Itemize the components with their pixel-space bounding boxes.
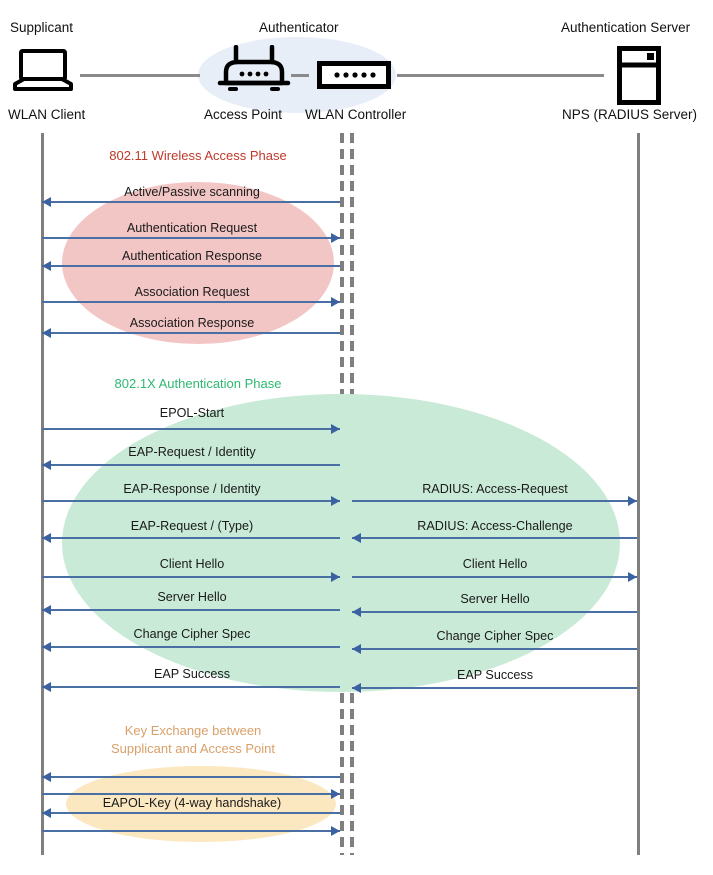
message-label: Client Hello [462, 557, 528, 571]
link-ap-controller [291, 74, 309, 77]
phase-title-8021x: 802.1X Authentication Phase [114, 376, 282, 391]
message-label: RADIUS: Access-Challenge [417, 519, 573, 533]
link-controller-server [397, 74, 604, 77]
phase-blob-key-exchange [66, 766, 336, 842]
message-label: EPOL-Start [159, 406, 225, 420]
message-label: EAP Success [456, 668, 534, 682]
actor-name-wlan-client: WLAN Client [8, 107, 86, 122]
message-label: Authentication Request [126, 221, 258, 235]
message-label: EAP-Response / Identity [123, 482, 261, 496]
link-client-ap [80, 74, 200, 77]
message-label: Server Hello [460, 592, 530, 606]
message-label: EAP-Request / (Type) [130, 519, 254, 533]
actor-role-supplicant: Supplicant [10, 20, 74, 35]
message-label: Active/Passive scanning [124, 185, 260, 199]
phase-title-key-exchange: Key Exchange between Supplicant and Acce… [110, 723, 276, 757]
message-label: EAPOL-Key (4-way handshake) [102, 796, 282, 810]
phase-blob-80211 [62, 182, 334, 344]
server-icon [617, 46, 661, 110]
message-label: Association Request [134, 285, 250, 299]
actor-name-wlan-controller: WLAN Controller [305, 107, 407, 122]
message-label: Server Hello [157, 590, 227, 604]
phase-title-80211: 802.11 Wireless Access Phase [109, 148, 287, 163]
phase-blob-8021x [62, 394, 620, 692]
message-label: Association Response [129, 316, 255, 330]
message-label: RADIUS: Access-Request [422, 482, 568, 496]
access-point-icon [216, 44, 292, 98]
message-label: Change Cipher Spec [436, 629, 554, 643]
message-label: EAP-Request / Identity [128, 445, 256, 459]
message-label: EAP Success [153, 667, 231, 681]
message-label: Authentication Response [121, 249, 263, 263]
laptop-icon [10, 48, 76, 99]
lifeline-auth-server [637, 133, 640, 855]
message-label: Client Hello [159, 557, 225, 571]
lifeline-supplicant [41, 133, 44, 855]
wlan-controller-icon [317, 61, 391, 94]
actor-name-nps-radius-server: NPS (RADIUS Server) [562, 107, 698, 122]
message-label: Change Cipher Spec [133, 627, 251, 641]
actor-role-authentication-server: Authentication Server [561, 20, 691, 35]
actor-name-access-point: Access Point [204, 107, 283, 122]
actor-role-authenticator: Authenticator [259, 20, 339, 35]
